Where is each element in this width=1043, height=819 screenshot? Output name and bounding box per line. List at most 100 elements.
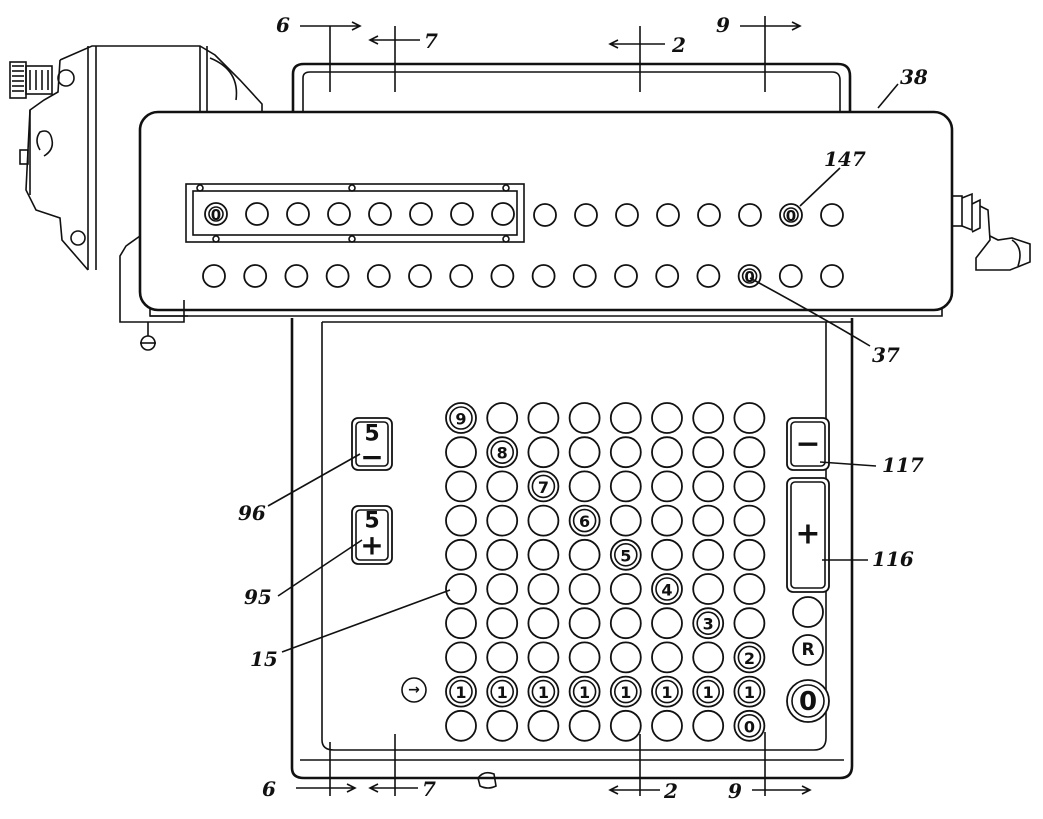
keyboard-key[interactable] (733, 607, 766, 640)
keyboard-key[interactable] (609, 436, 642, 469)
keyboard-key[interactable] (609, 709, 642, 742)
keyboard-key[interactable] (527, 436, 560, 469)
keyboard-key[interactable] (651, 436, 683, 469)
keyboard-key[interactable] (568, 436, 601, 469)
keyboard-key[interactable] (568, 538, 601, 571)
keyboard-key[interactable]: 1 (609, 675, 642, 708)
keyboard-key[interactable] (445, 573, 477, 605)
keyboard-key[interactable]: 1 (486, 675, 519, 708)
keyboard-key[interactable] (486, 641, 519, 674)
section-label-9-bottom: 9 (728, 779, 742, 803)
keyboard-key[interactable] (445, 538, 477, 571)
keyboard-key[interactable] (527, 573, 560, 605)
keyboard-key[interactable] (568, 641, 601, 674)
keyboard-key[interactable] (733, 436, 766, 469)
keyboard-key[interactable] (651, 709, 683, 742)
result-dial (738, 203, 762, 227)
keyboard-key[interactable]: 4 (651, 573, 683, 605)
keyboard-key[interactable] (733, 402, 766, 434)
keyboard-key[interactable] (651, 607, 683, 640)
repeat-key-label: R (801, 640, 814, 660)
keyboard-key[interactable]: 1 (651, 675, 683, 708)
keyboard-key[interactable]: 0 (733, 709, 766, 742)
keyboard-key[interactable] (609, 402, 642, 434)
keyboard-key[interactable] (692, 573, 725, 605)
plus-five-key[interactable]: 5 + (351, 505, 393, 565)
zero-key[interactable]: 0 (786, 679, 830, 723)
keyboard-key[interactable] (651, 402, 683, 434)
keyboard-key[interactable] (445, 607, 477, 640)
keyboard-key[interactable] (609, 607, 642, 640)
plus-five-digit: 5 (364, 509, 379, 534)
minus-five-key[interactable]: 5 − (351, 417, 393, 474)
keyboard-key[interactable] (486, 470, 519, 503)
keyboard-key[interactable] (527, 709, 560, 742)
keyboard-key[interactable]: 5 (609, 538, 642, 571)
keyboard-key[interactable]: 1 (692, 675, 725, 708)
keyboard-key[interactable] (527, 504, 560, 537)
keyboard-key[interactable] (651, 470, 683, 503)
keyboard-key[interactable]: 1 (445, 675, 477, 708)
keyboard-key[interactable] (609, 641, 642, 674)
accumulator-dial (614, 264, 638, 288)
keyboard-key[interactable] (568, 402, 601, 434)
keyboard-key[interactable] (733, 504, 766, 537)
keyboard-key[interactable] (568, 470, 601, 503)
keyboard-key[interactable] (568, 573, 601, 605)
keyboard-key[interactable] (486, 709, 519, 742)
keyboard-key[interactable]: 3 (692, 607, 725, 640)
keyboard-key[interactable] (568, 607, 601, 640)
keyboard-key[interactable] (445, 470, 477, 503)
keyboard-key[interactable] (692, 402, 725, 434)
subtract-key-sign: − (795, 427, 820, 462)
keyboard-key[interactable] (733, 470, 766, 503)
keyboard-key[interactable] (692, 641, 725, 674)
keyboard-key[interactable] (445, 504, 477, 537)
accumulator-dial (655, 264, 680, 288)
keyboard-key[interactable] (486, 607, 519, 640)
keyboard-key[interactable]: 8 (486, 436, 519, 469)
keyboard-key[interactable] (609, 504, 642, 537)
keyboard-key[interactable] (609, 573, 642, 605)
repeat-key[interactable]: R (792, 634, 824, 666)
keyboard-key[interactable] (733, 538, 766, 571)
result-dial-digit: 0 (786, 207, 796, 225)
keyboard-key[interactable]: 1 (568, 675, 601, 708)
keyboard-key[interactable] (527, 641, 560, 674)
keyboard-key[interactable] (445, 641, 477, 674)
left-side-mechanism (9, 45, 263, 351)
keyboard-key[interactable]: 1 (733, 675, 766, 708)
keyboard-key[interactable] (486, 538, 519, 571)
keyboard-key[interactable]: 9 (445, 402, 477, 434)
keyboard-key[interactable]: 1 (527, 675, 560, 708)
keyboard-key[interactable] (609, 470, 642, 503)
blank-function-key[interactable] (792, 596, 824, 628)
keyboard-key[interactable] (651, 504, 683, 537)
keyboard-key[interactable] (527, 402, 560, 434)
keyboard-key[interactable] (692, 538, 725, 571)
keyboard-key[interactable] (733, 573, 766, 605)
result-window-dial (491, 202, 515, 226)
keyboard-key[interactable] (486, 573, 519, 605)
keyboard-key[interactable]: 7 (527, 470, 560, 503)
ref-96: 96 (238, 501, 266, 525)
keyboard-key[interactable] (692, 470, 725, 503)
keyboard-key[interactable] (692, 504, 725, 537)
keyboard-key[interactable] (692, 709, 725, 742)
keyboard-key[interactable] (651, 641, 683, 674)
keyboard-key[interactable] (651, 538, 683, 571)
add-key[interactable]: + (786, 477, 830, 593)
keyboard-key[interactable] (445, 709, 477, 742)
keyboard-key[interactable] (568, 709, 601, 742)
subtract-key[interactable]: − (786, 417, 830, 471)
keyboard-key[interactable]: 6 (568, 504, 601, 537)
result-window-dial (450, 202, 474, 226)
keyboard-key[interactable] (486, 402, 519, 434)
keyboard-key[interactable] (692, 436, 725, 469)
keyboard-key[interactable] (527, 538, 560, 571)
keyboard-key[interactable]: 2 (733, 641, 766, 674)
keyboard-key[interactable] (445, 436, 477, 469)
keyboard-key[interactable] (527, 607, 560, 640)
accumulator-dial-digit: 0 (744, 268, 754, 286)
keyboard-key[interactable] (486, 504, 519, 537)
